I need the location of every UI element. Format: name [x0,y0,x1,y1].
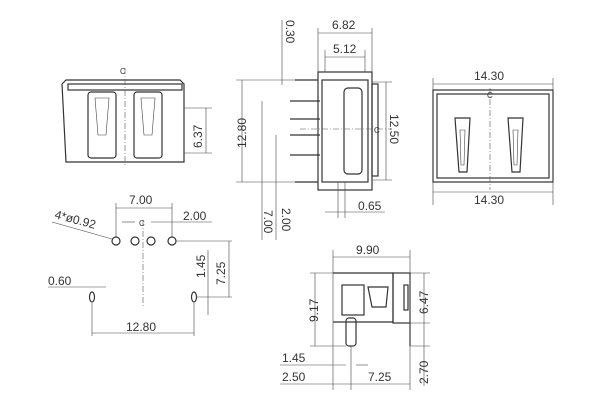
dim-hole-span: 7.00 [129,193,153,207]
footprint-center-mark: C [139,219,145,228]
rear-center-mark: C [487,91,493,100]
dim-bottom-pin-to-end: 7.25 [368,370,392,384]
dim-bottom-body-height: 6.47 [417,290,431,314]
dim-side-width-inner: 5.12 [333,42,357,56]
dim-rear-width-bottom: 14.30 [474,193,504,207]
dim-slot-length: 1.45 [194,254,208,278]
dim-pin-offset: 0.30 [283,20,297,44]
dim-body-height: 12.50 [387,114,401,144]
dim-pin-pitch-large: 7.00 [261,210,275,234]
dim-side-width-outer: 6.82 [332,18,356,32]
front-center-mark: C [120,67,126,76]
hole-spec: 4*ø0.92 [53,207,98,231]
dim-hole-to-slot: 7.25 [214,261,228,285]
dim-bottom-height: 9.17 [307,298,321,322]
dim-pin-thickness: 0.65 [358,199,382,213]
bottom-side-view: 9.90 9.17 6.47 2.70 1.45 2.50 7.25 [280,243,431,390]
dim-slot-span: 12.80 [126,320,156,334]
dim-bottom-pin-offset: 2.50 [282,370,306,384]
dim-slot-width: 0.60 [48,274,72,288]
dim-pin-span: 12.80 [235,118,249,148]
pcb-footprint: 7.00 2.00 4*ø0.92 0.60 12.80 1.45 7.25 C [48,193,232,336]
side-center-mark: C [374,126,380,135]
pins [290,79,320,183]
dim-pin-pitch-small: 2.00 [279,208,293,232]
dim-bottom-pin-length: 2.70 [417,360,431,384]
front-view: C 6.37 [61,67,212,165]
dim-rear-width-top: 14.30 [474,69,504,83]
dim-bottom-length: 9.90 [356,243,380,257]
side-view: 6.82 5.12 0.30 12.80 12.50 2.00 7.00 0.6… [235,18,401,240]
dim-front-height: 6.37 [191,124,205,148]
rear-view: 14.30 14.30 C [432,69,554,207]
dim-bottom-pin-width: 1.45 [282,351,306,365]
dim-hole-pitch: 2.00 [183,209,207,223]
